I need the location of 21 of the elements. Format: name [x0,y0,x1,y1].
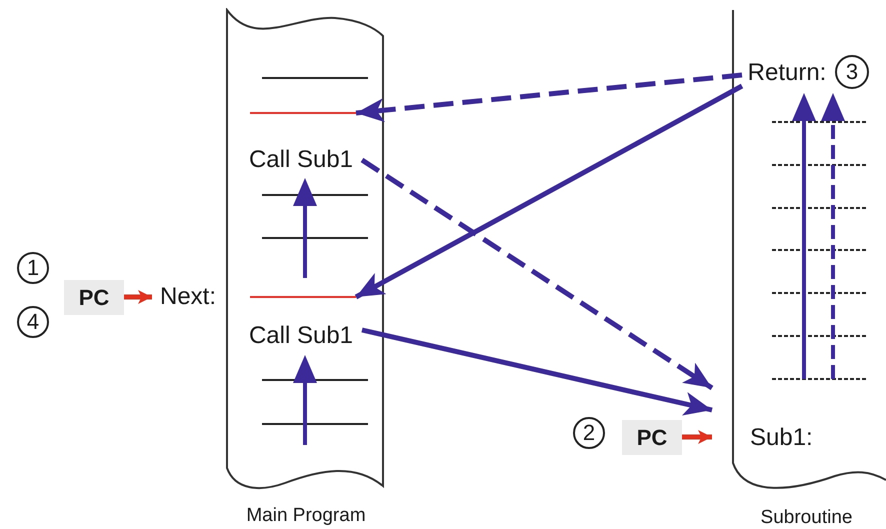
step-number: 1 [17,252,49,284]
column-caption: Main Program [245,505,367,527]
arrow [124,290,152,304]
marker-line [250,112,356,114]
register-tag: PC [622,420,682,455]
step-number: 3 [835,55,869,89]
step-number: 4 [17,306,49,338]
code-label: Next: [152,283,224,311]
dashed-arrow [360,158,714,390]
marker-line [250,296,356,298]
code-label: Sub1: [712,385,822,460]
dashed-arrow [356,72,742,122]
step-number: 2 [573,417,605,449]
register-tag: PC [64,280,124,315]
code-label: Call Sub1 [240,321,362,351]
code-label: Return: [742,58,832,88]
arrow [361,328,713,416]
column-caption: Subroutine [760,507,854,529]
arrow [354,84,744,300]
code-label: Call Sub1 [240,145,362,175]
arrow [682,430,712,444]
